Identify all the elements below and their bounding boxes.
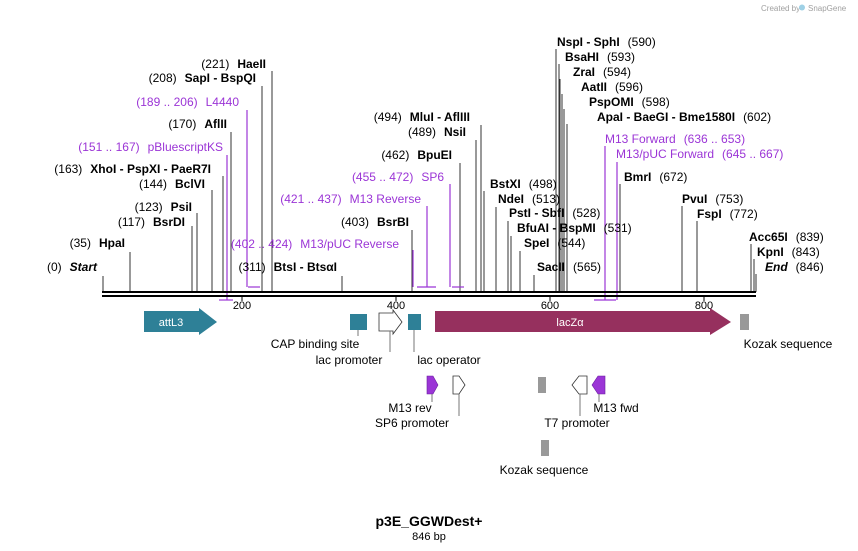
m13-fwd-label: M13 fwd xyxy=(593,401,638,415)
tick-label: 200 xyxy=(233,300,251,312)
primer-label-pbluescriptks: (151 .. 167)pBluescriptKS xyxy=(78,140,223,154)
sp6-promoter-arrow xyxy=(452,375,466,395)
lac-operator-label: lac operator xyxy=(417,353,480,367)
t7-promoter-label: T7 promoter xyxy=(544,416,609,430)
tick-label: 600 xyxy=(541,300,559,312)
site-label-sacii: SacII(565) xyxy=(537,260,601,274)
tick-label: 400 xyxy=(387,300,405,312)
lac-promoter-label: lac promoter xyxy=(316,353,383,367)
attl3-feature-arrow xyxy=(144,308,217,335)
m13-rev-arrow xyxy=(426,375,439,395)
lac-operator-box xyxy=(408,314,421,330)
site-label-apai: ApaI - BaeGI - Bme1580I(602) xyxy=(597,110,771,124)
site-label-ndei: NdeI(513) xyxy=(498,192,560,206)
sp6-promoter-label: SP6 promoter xyxy=(375,416,449,430)
kozak-box xyxy=(740,314,749,330)
primer-label-sp6: (455 .. 472)SP6 xyxy=(352,170,444,184)
map-length: 846 bp xyxy=(412,531,446,543)
tick-label: 800 xyxy=(695,300,713,312)
primer-label-m13-puc-reverse: (402 .. 424)M13/pUC Reverse xyxy=(231,237,399,251)
site-label-fspi: FspI(772) xyxy=(697,207,758,221)
cap-binding-site-label: CAP binding site xyxy=(271,337,360,351)
site-label-haeii: (221)HaeII xyxy=(201,57,266,71)
site-label-aatii: AatII(596) xyxy=(581,80,643,94)
site-label-nsii: (489)NsiI xyxy=(408,125,466,139)
kozak-box xyxy=(538,377,546,393)
site-label-bmri: BmrI(672) xyxy=(624,170,687,184)
site-label-acc65i: Acc65I(839) xyxy=(749,230,824,244)
site-label-bsahi: BsaHI(593) xyxy=(565,50,635,64)
primer-label-m13-reverse: (421 .. 437)M13 Reverse xyxy=(280,192,421,206)
lacz-alpha-feature-arrow xyxy=(435,308,731,335)
site-label-bstxi: BstXI(498) xyxy=(490,177,557,191)
m13-rev-label: M13 rev xyxy=(388,401,431,415)
site-label-spei: SpeI(544) xyxy=(524,236,585,250)
snapgene-logo-icon xyxy=(799,4,805,11)
primer-lines xyxy=(219,110,618,301)
site-label-pspomi: PspOMI(598) xyxy=(589,95,670,109)
kozak-sequence-label: Kozak sequence xyxy=(744,337,833,351)
kozak-sequence-label: Kozak sequence xyxy=(500,463,589,477)
site-leader-lines xyxy=(102,49,757,292)
site-label-btsi: (311)BtsI - BtsαI xyxy=(238,260,337,274)
site-label-sapi: (208)SapI - BspQI xyxy=(149,71,256,85)
site-label-xhoi: (163)XhoI - PspXI - PaeR7I xyxy=(54,162,211,176)
credit-prefix: Created by xyxy=(761,4,800,13)
site-label-bsrdi: (117)BsrDI xyxy=(118,215,185,229)
site-label-end: End(846) xyxy=(765,260,824,274)
site-label-psti: PstI - SbfI(528) xyxy=(509,206,600,220)
lac-promoter-arrow xyxy=(378,308,403,336)
cap-binding-site-box xyxy=(350,314,367,330)
site-label-pvui: PvuI(753) xyxy=(682,192,743,206)
site-label-psii: (123)PsiI xyxy=(135,200,192,214)
credit-brand: SnapGene xyxy=(808,4,847,13)
attl3-label: attL3 xyxy=(159,317,183,329)
t7-promoter-arrow xyxy=(571,375,588,395)
site-label-bsrbi: (403)BsrBI xyxy=(341,215,409,229)
m13-fwd-arrow xyxy=(591,375,606,395)
site-label-hpai: (35)HpaI xyxy=(70,236,125,250)
site-label-bpuei: (462)BpuEI xyxy=(381,148,452,162)
kozak-box xyxy=(541,440,549,456)
backbone xyxy=(102,291,756,301)
primer-label-m13-puc-forward: M13/pUC Forward(645 .. 667) xyxy=(616,147,783,161)
primer-label-m13-forward: M13 Forward(636 .. 653) xyxy=(605,132,745,146)
primer-label-l4440: (189 .. 206)L4440 xyxy=(136,95,239,109)
site-label-nspi: NspI - SphI(590) xyxy=(557,35,656,49)
site-label-start: (0)Start xyxy=(47,260,98,274)
lacz-alpha-label: lacZα xyxy=(556,317,584,329)
site-label-bfuai: BfuAI - BspMI(531) xyxy=(517,221,632,235)
site-label-zrai: ZraI(594) xyxy=(573,65,631,79)
map-title: p3E_GGWDest+ xyxy=(376,513,483,529)
site-label-kpni: KpnI(843) xyxy=(757,245,820,259)
site-label-mlui: (494)MluI - AflIII xyxy=(374,110,470,124)
site-label-aflii: (170)AflII xyxy=(168,117,227,131)
site-label-bclvi: (144)BclVI xyxy=(139,177,205,191)
